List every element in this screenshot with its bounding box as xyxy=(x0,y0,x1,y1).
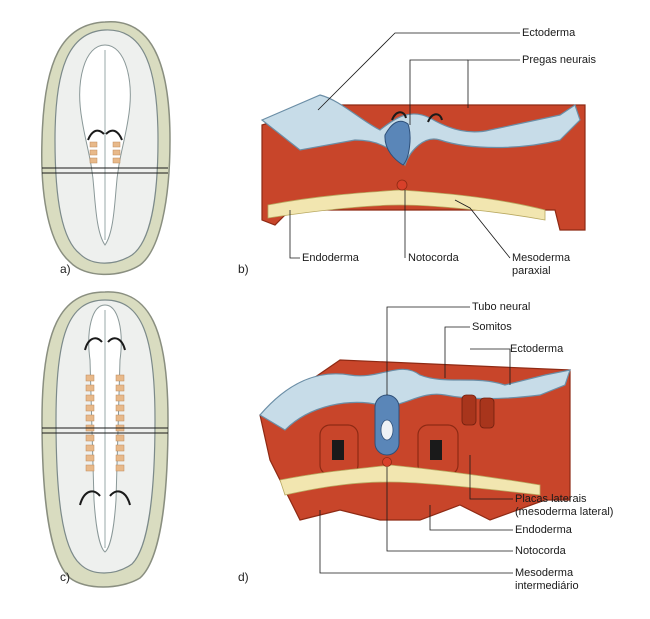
cross-section-d xyxy=(259,359,571,521)
label-notocorda-d: Notocorda xyxy=(515,545,566,557)
embryo-dorsal-view-c xyxy=(41,291,169,588)
cross-section-b xyxy=(260,94,586,231)
label-mesoderma-intermediario-1: Mesoderma xyxy=(515,567,574,579)
label-placas-laterais-2: (mesoderma lateral) xyxy=(515,506,614,518)
label-endoderma-d: Endoderma xyxy=(515,524,572,536)
label-somitos: Somitos xyxy=(472,321,512,333)
label-placas-laterais-1: Placas laterais xyxy=(515,493,587,505)
embryo-dorsal-view-a xyxy=(40,21,171,276)
panel-letter-c: c) xyxy=(60,570,70,584)
label-mesoderma-intermediario-2: intermediário xyxy=(515,580,579,592)
panel-letter-b: b) xyxy=(238,262,249,276)
leader-lines xyxy=(289,32,520,574)
label-endoderma-b: Endoderma xyxy=(302,252,359,264)
label-notocorda-b: Notocorda xyxy=(408,252,459,264)
label-ectoderma-b: Ectoderma xyxy=(522,27,576,39)
label-ectoderma-d: Ectoderma xyxy=(510,343,564,355)
label-tubo-neural: Tubo neural xyxy=(472,301,531,313)
panel-letter-d: d) xyxy=(238,570,249,584)
label-mesoderma-paraxial-2: paraxial xyxy=(512,265,551,277)
label-pregas-neurais: Pregas neurais xyxy=(522,54,596,66)
label-mesoderma-paraxial-1: Mesoderma xyxy=(512,252,571,264)
panel-letter-a: a) xyxy=(60,262,71,276)
